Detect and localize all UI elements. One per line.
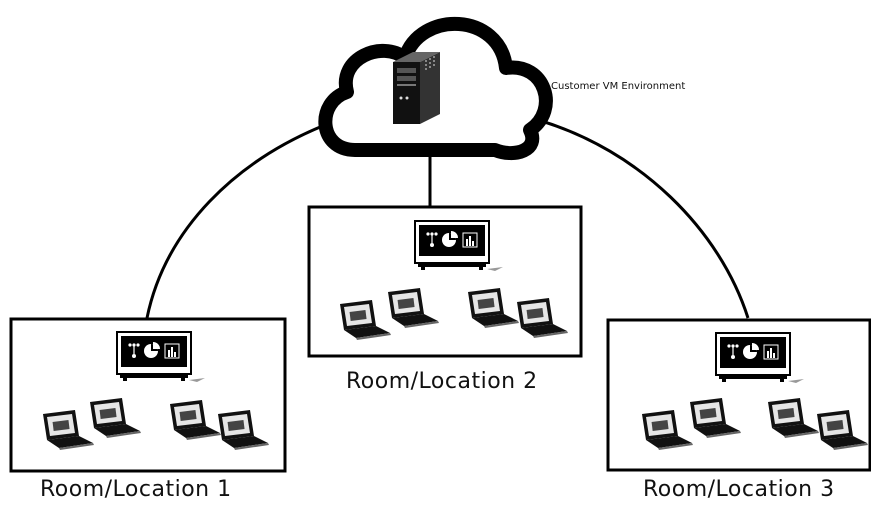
- dashboard-display-icon: [414, 220, 504, 272]
- connector-left: [145, 121, 331, 319]
- dashboard-display-icon: [116, 331, 206, 383]
- server-tower-icon: [393, 52, 440, 124]
- room-3-label: Room/Location 3: [643, 477, 835, 502]
- cloud-label: Customer VM Environment: [551, 81, 686, 92]
- connector-right: [537, 118, 750, 319]
- room-2-label: Room/Location 2: [346, 369, 538, 394]
- room-1-label: Room/Location 1: [40, 477, 232, 502]
- dashboard-display-icon: [715, 332, 805, 384]
